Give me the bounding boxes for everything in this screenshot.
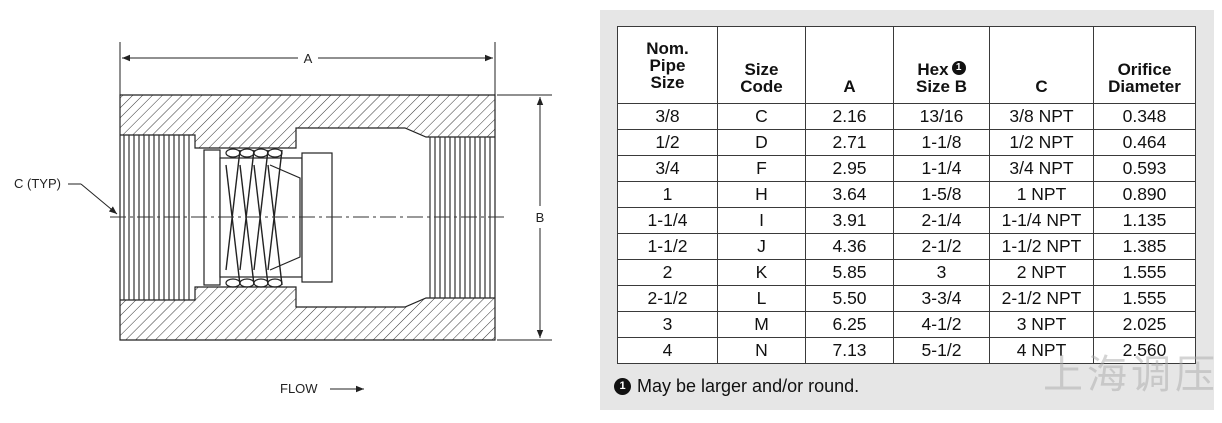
check-valve-cross-section-drawing: A B [14, 42, 552, 396]
cell-code: C [717, 103, 806, 130]
thread-callout-label: C (TYP) [14, 176, 61, 191]
cell-hex: 4-1/2 [893, 311, 990, 338]
watermark: 上海调压 [1043, 353, 1219, 397]
footnote-text: May be larger and/or round. [637, 376, 860, 396]
cell-code: D [717, 129, 806, 156]
cell-a: 2.71 [805, 129, 894, 156]
cell-hex: 3 [893, 259, 990, 286]
cell-code: N [717, 337, 806, 364]
cell-c: 3/8 NPT [989, 103, 1094, 130]
cell-code: H [717, 181, 806, 208]
cell-c: 3 NPT [989, 311, 1094, 338]
cell-orifice: 1.555 [1093, 259, 1196, 286]
cell-a: 2.95 [805, 155, 894, 182]
header-c: C [989, 26, 1094, 104]
flow-label: FLOW [280, 381, 318, 396]
cell-nom: 1-1/2 [617, 233, 718, 260]
cell-code: L [717, 285, 806, 312]
cell-orifice: 1.135 [1093, 207, 1196, 234]
cell-orifice: 0.593 [1093, 155, 1196, 182]
cell-code: J [717, 233, 806, 260]
cell-hex: 1-5/8 [893, 181, 990, 208]
cell-c: 1-1/4 NPT [989, 207, 1094, 234]
cell-orifice: 0.890 [1093, 181, 1196, 208]
flow-indicator: FLOW [280, 381, 364, 396]
cell-hex: 1-1/8 [893, 129, 990, 156]
cell-orifice: 2.025 [1093, 311, 1196, 338]
cell-nom: 3 [617, 311, 718, 338]
cell-nom: 3/4 [617, 155, 718, 182]
footnote-marker-icon: 1 [951, 61, 966, 75]
cell-code: F [717, 155, 806, 182]
cell-nom: 1/2 [617, 129, 718, 156]
header-size-code: Size Code [717, 26, 806, 104]
cell-nom: 1-1/4 [617, 207, 718, 234]
header-orifice-diameter: Orifice Diameter [1093, 26, 1196, 104]
cell-hex: 3-3/4 [893, 285, 990, 312]
cell-hex: 2-1/2 [893, 233, 990, 260]
cell-nom: 4 [617, 337, 718, 364]
cell-c: 2 NPT [989, 259, 1094, 286]
cell-code: M [717, 311, 806, 338]
cell-a: 7.13 [805, 337, 894, 364]
cell-orifice: 0.464 [1093, 129, 1196, 156]
cell-a: 4.36 [805, 233, 894, 260]
cell-c: 2-1/2 NPT [989, 285, 1094, 312]
dimension-a: A [119, 42, 496, 96]
header-a: A [805, 26, 894, 104]
cell-nom: 2 [617, 259, 718, 286]
cell-c: 1/2 NPT [989, 129, 1094, 156]
cell-a: 3.64 [805, 181, 894, 208]
cell-code: K [717, 259, 806, 286]
thread-callout: C (TYP) [14, 176, 118, 215]
dimension-b-label: B [536, 210, 545, 225]
cell-orifice: 2.560 [1093, 337, 1196, 364]
dimension-b: B [497, 94, 552, 341]
cell-a: 5.50 [805, 285, 894, 312]
cell-hex: 13/16 [893, 103, 990, 130]
dimension-a-label: A [304, 51, 313, 66]
cell-a: 5.85 [805, 259, 894, 286]
footnote-marker-icon: 1 [614, 378, 631, 395]
cell-nom: 2-1/2 [617, 285, 718, 312]
header-nom-pipe-size: Nom. Pipe Size [617, 26, 718, 104]
cell-c: 1-1/2 NPT [989, 233, 1094, 260]
cell-hex: 2-1/4 [893, 207, 990, 234]
cell-a: 6.25 [805, 311, 894, 338]
cell-code: I [717, 207, 806, 234]
cell-a: 2.16 [805, 103, 894, 130]
cell-hex: 5-1/2 [893, 337, 990, 364]
table-footnote: 1 May be larger and/or round. [614, 376, 859, 397]
cell-c: 1 NPT [989, 181, 1094, 208]
cell-orifice: 1.385 [1093, 233, 1196, 260]
cell-a: 3.91 [805, 207, 894, 234]
cell-orifice: 1.555 [1093, 285, 1196, 312]
cell-orifice: 0.348 [1093, 103, 1196, 130]
cell-c: 3/4 NPT [989, 155, 1094, 182]
cell-nom: 3/8 [617, 103, 718, 130]
poppet-spring-assembly [203, 148, 333, 288]
cell-nom: 1 [617, 181, 718, 208]
cell-hex: 1-1/4 [893, 155, 990, 182]
cell-c: 4 NPT [989, 337, 1094, 364]
